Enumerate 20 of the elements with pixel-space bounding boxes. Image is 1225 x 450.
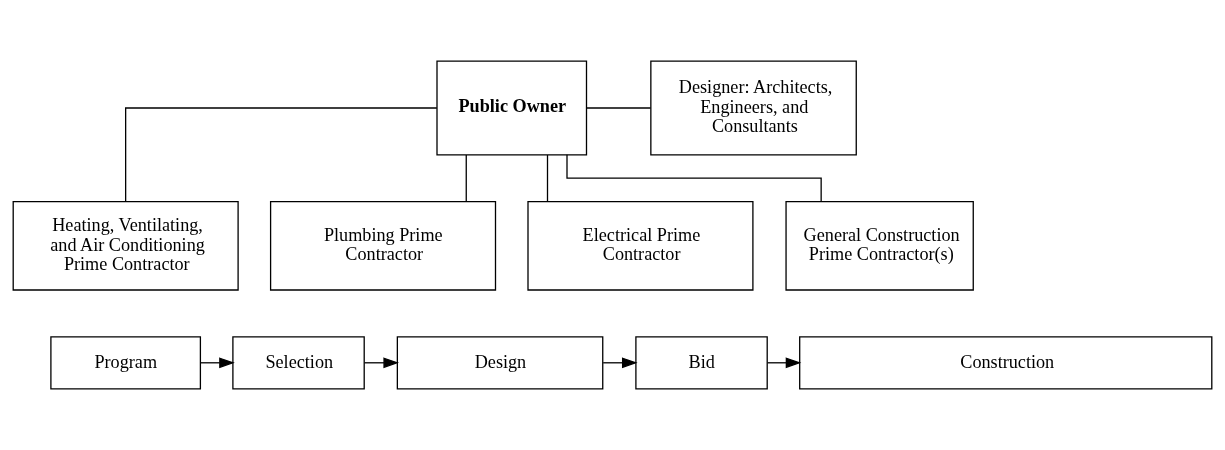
- node-box: Bid: [635, 336, 768, 390]
- node-box: Construction: [799, 336, 1213, 390]
- node-box: Designer: Architects, Engineers, and Consultants: [650, 60, 857, 156]
- node-box: Design: [396, 336, 604, 390]
- node-box: Plumbing Prime Contractor: [269, 200, 497, 291]
- connector: [585, 107, 652, 109]
- connector: [546, 154, 549, 202]
- connector: [125, 107, 438, 203]
- node-box: Electrical Prime Contractor: [527, 200, 754, 291]
- arrow: [766, 357, 802, 369]
- node-box: Heating, Ventilating, and Air Conditioning Prime Contractor: [12, 200, 239, 291]
- connector: [465, 154, 467, 202]
- arrow: [602, 357, 638, 369]
- connector: [566, 154, 822, 203]
- node-box: Program: [50, 336, 202, 390]
- node-box: General Construction Prime Contractor(s): [785, 200, 974, 291]
- node-box: Selection: [232, 336, 365, 390]
- arrow: [363, 357, 399, 369]
- arrow: [199, 357, 235, 369]
- node-box: Public Owner: [436, 60, 588, 156]
